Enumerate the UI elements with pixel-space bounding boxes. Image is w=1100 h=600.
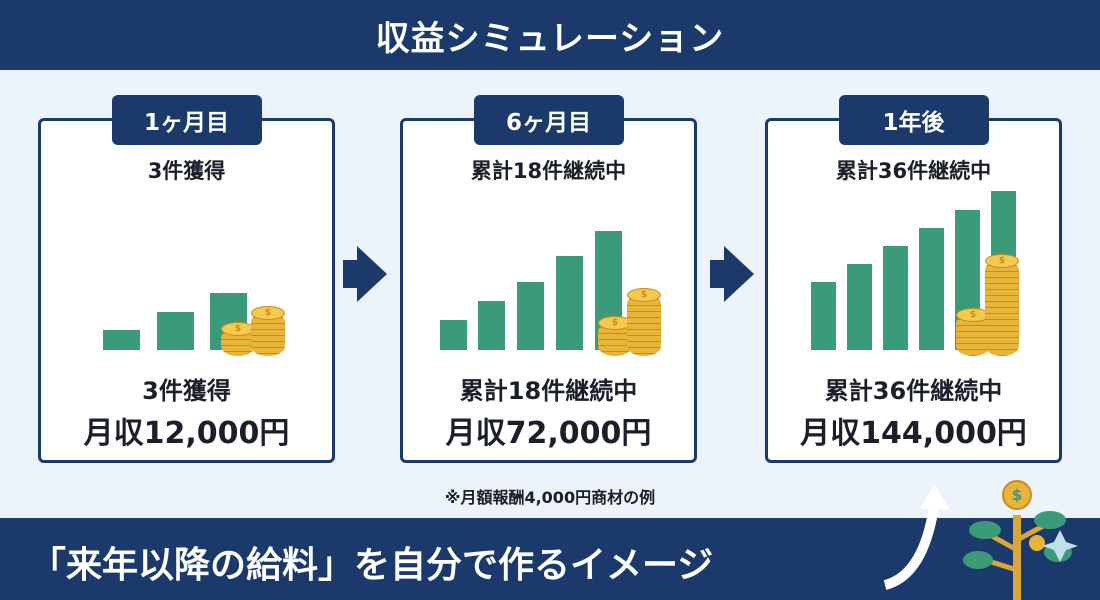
growth-bar xyxy=(811,282,836,350)
stage-panel-1-year: 1年後 累計36件継続中 $ $ 累計36件継続中 月収144,000円 xyxy=(765,95,1062,463)
growth-bar xyxy=(556,256,583,350)
growth-bar xyxy=(103,330,140,350)
stage-count: 累計36件継続中 xyxy=(824,377,1003,405)
coin-stack-icon: $ xyxy=(985,254,1019,356)
stage-label: 6ヶ月目 xyxy=(473,95,624,145)
stage-subtitle: 累計36件継続中 xyxy=(835,159,992,183)
stage-subtitle: 3件獲得 xyxy=(147,159,226,183)
stage-panel-6-months: 6ヶ月目 累計18件継続中 $ $ 累計18件継続中 月収72,000円 xyxy=(400,95,697,463)
coin-stack-icon: $ xyxy=(627,288,661,356)
stage-subtitle: 累計18件継続中 xyxy=(470,159,627,183)
coin-stack-icon: $ xyxy=(956,308,990,356)
stage-income: 月収72,000円 xyxy=(445,416,652,451)
stage-label: 1年後 xyxy=(838,95,989,145)
footer-message: 「来年以降の給料」を自分で作るイメージ xyxy=(30,545,714,586)
growth-bar xyxy=(919,228,944,350)
svg-text:$: $ xyxy=(1012,486,1022,504)
growth-arrow-and-money-tree-icon: $ xyxy=(883,480,1078,600)
stage-count: 3件獲得 xyxy=(142,377,231,405)
stage-label: 1ヶ月目 xyxy=(111,95,262,145)
stage-panel-1-month: 1ヶ月目 3件獲得 $ $ 3件獲得 月収12,000円 xyxy=(38,95,335,463)
coin-stack-icon: $ xyxy=(251,306,285,356)
arrow-right-icon xyxy=(710,246,754,302)
growth-bar xyxy=(157,312,194,350)
stage-income: 月収144,000円 xyxy=(800,416,1027,451)
growth-bar xyxy=(478,301,505,350)
growth-bar xyxy=(847,264,872,350)
growth-bar xyxy=(440,320,467,350)
stage-income: 月収12,000円 xyxy=(83,416,290,451)
growth-bar xyxy=(517,282,544,350)
arrow-right-icon xyxy=(343,246,387,302)
growth-bar xyxy=(883,246,908,350)
footnote: ※月額報酬4,000円商材の例 xyxy=(444,488,656,507)
page-title: 収益シミュレーション xyxy=(375,18,725,59)
coin-stack-icon: $ xyxy=(221,322,255,356)
stage-count: 累計18件継続中 xyxy=(459,377,638,405)
header-banner: 収益シミュレーション xyxy=(0,0,1100,70)
